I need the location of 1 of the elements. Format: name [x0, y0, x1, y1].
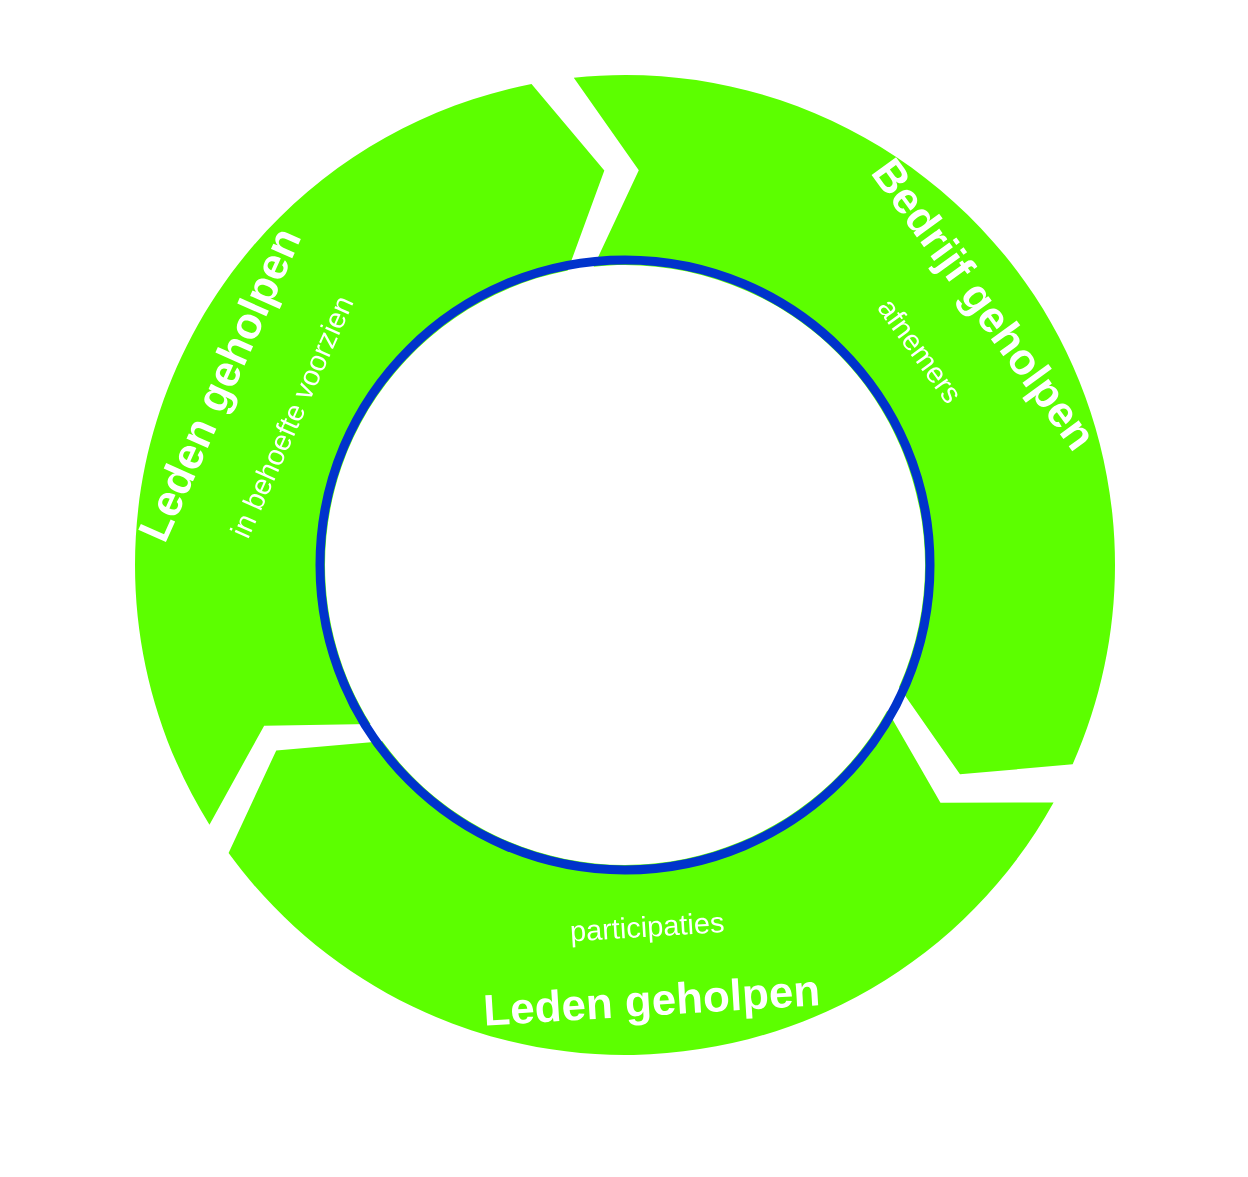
arrow-segment: Leden geholpen participaties — [228, 710, 1054, 1055]
